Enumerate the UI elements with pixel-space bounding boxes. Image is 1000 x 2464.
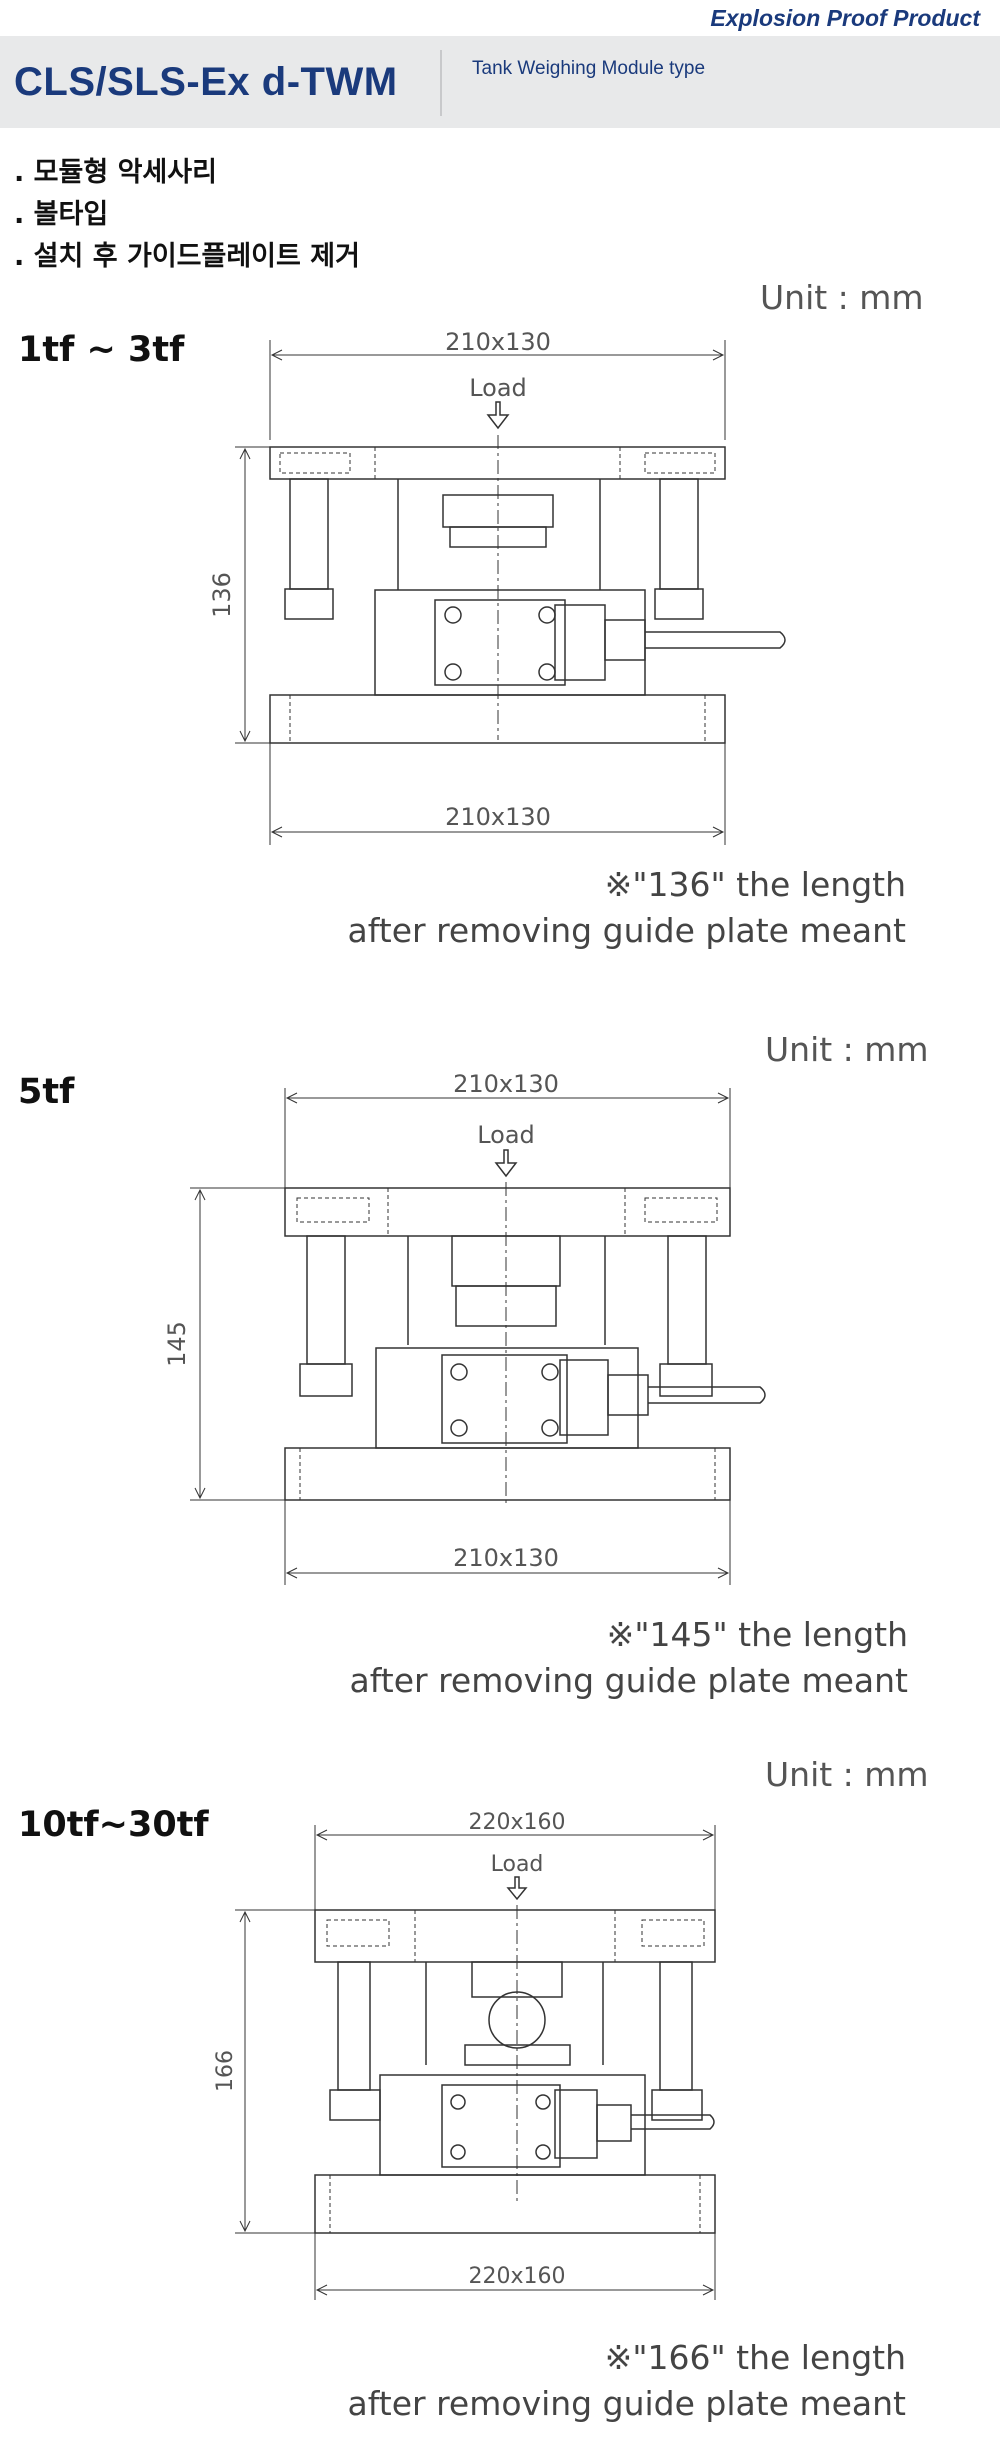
capacity-label: 10tf~30tf (18, 1805, 209, 1845)
note-1: ※"136" the length after removing guide p… (348, 862, 906, 954)
top-bar: Explosion Proof Product (0, 0, 1000, 36)
note-line: after removing guide plate meant (347, 2384, 906, 2423)
bottom-dimension: 210x130 (445, 803, 551, 831)
model-subtitle: Tank Weighing Module type (472, 58, 706, 79)
note-line: ※"136" the length (604, 865, 906, 904)
unit-label: Unit : mm (760, 278, 924, 317)
dimension-drawing-1: 210x130 Load 136 210x130 (208, 328, 786, 845)
load-label: Load (477, 1121, 535, 1149)
feature-list: . 모듈형 악세사리 . 볼타입 . 설치 후 가이드플레이트 제거 (14, 152, 360, 278)
unit-label: Unit : mm (765, 1030, 929, 1069)
note-2: ※"145" the length after removing guide p… (350, 1612, 908, 1704)
bottom-dimension: 210x130 (453, 1544, 559, 1572)
height-dimension: 145 (163, 1321, 191, 1367)
feature-item: . 모듈형 악세사리 (14, 157, 217, 188)
dimension-drawing-3: 220x160 Load 166 220x160 (213, 1810, 716, 2300)
note-line: ※"145" the length (606, 1615, 908, 1654)
note-3: ※"166" the length after removing guide p… (348, 2335, 906, 2427)
capacity-label: 5tf (18, 1072, 75, 1112)
header-divider (440, 50, 442, 116)
feature-item: . 설치 후 가이드플레이트 제거 (14, 241, 360, 272)
load-label: Load (469, 374, 527, 402)
height-dimension: 136 (208, 572, 236, 618)
height-dimension: 166 (213, 2050, 238, 2092)
load-label: Load (491, 1852, 544, 1877)
top-dimension: 210x130 (453, 1070, 559, 1098)
unit-label: Unit : mm (765, 1755, 929, 1794)
note-line: ※"166" the length (604, 2338, 906, 2377)
top-dimension: 220x160 (468, 1810, 565, 1835)
model-name: CLS/SLS-Ex d-TWM (14, 60, 398, 104)
bottom-dimension: 220x160 (468, 2264, 565, 2289)
note-line: after removing guide plate meant (347, 911, 906, 950)
feature-item: . 볼타입 (14, 199, 109, 230)
product-category: Explosion Proof Product (710, 5, 980, 31)
note-line: after removing guide plate meant (349, 1661, 908, 1700)
top-dimension: 210x130 (445, 328, 551, 356)
capacity-label: 1tf ~ 3tf (18, 330, 185, 370)
dimension-drawing-2: 210x130 Load 145 210x130 (163, 1070, 766, 1585)
title-band: CLS/SLS-Ex d-TWM Tank Weighing Module ty… (0, 36, 1000, 128)
